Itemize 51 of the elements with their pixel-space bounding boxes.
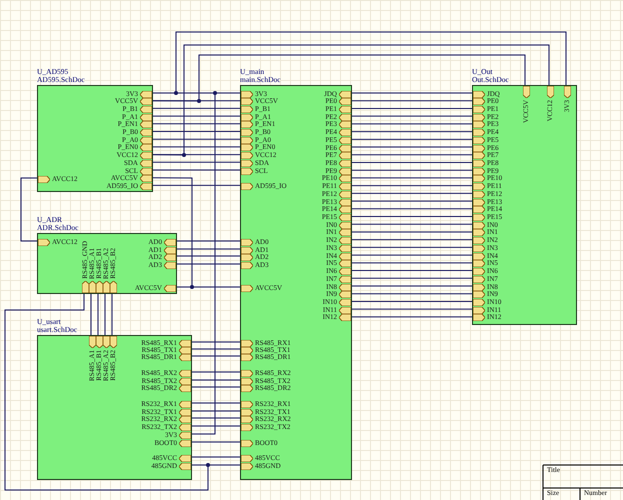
wire <box>352 123 472 124</box>
wire <box>152 108 240 109</box>
wire <box>352 246 472 248</box>
wire <box>352 162 472 163</box>
wire <box>352 185 472 186</box>
wire <box>192 464 240 466</box>
wire <box>352 262 472 264</box>
wire <box>152 138 240 140</box>
wire <box>352 270 472 272</box>
wire <box>352 293 472 294</box>
wire <box>352 192 472 194</box>
wire <box>352 154 472 156</box>
wire <box>352 116 472 117</box>
wire <box>176 240 240 242</box>
wire <box>152 116 240 117</box>
wire <box>352 108 472 109</box>
wire <box>352 200 472 202</box>
wire <box>352 216 472 218</box>
wire <box>176 248 240 250</box>
wire <box>352 300 472 302</box>
wire <box>352 170 472 171</box>
wire <box>192 456 240 458</box>
wire <box>20 178 38 242</box>
wire <box>352 131 472 132</box>
wire <box>352 138 472 140</box>
wire <box>352 316 472 318</box>
wire <box>176 286 240 288</box>
wire <box>152 162 240 163</box>
wire <box>152 54 526 102</box>
wire <box>192 348 240 350</box>
wire <box>352 146 472 148</box>
wire <box>152 146 240 148</box>
wire <box>152 44 550 156</box>
wire <box>352 308 472 310</box>
wire <box>352 224 472 225</box>
wire <box>352 254 472 256</box>
wire <box>90 294 92 336</box>
wire <box>352 239 472 240</box>
wire <box>192 410 240 412</box>
wire <box>352 92 472 94</box>
wire <box>352 208 472 210</box>
wire <box>352 100 472 102</box>
wire <box>192 402 240 404</box>
wire <box>104 294 106 336</box>
wire <box>352 177 472 178</box>
wire <box>152 184 240 186</box>
wire <box>352 278 472 279</box>
wire <box>352 231 472 232</box>
wire <box>192 386 240 388</box>
wire <box>152 131 240 132</box>
wire <box>152 123 240 124</box>
